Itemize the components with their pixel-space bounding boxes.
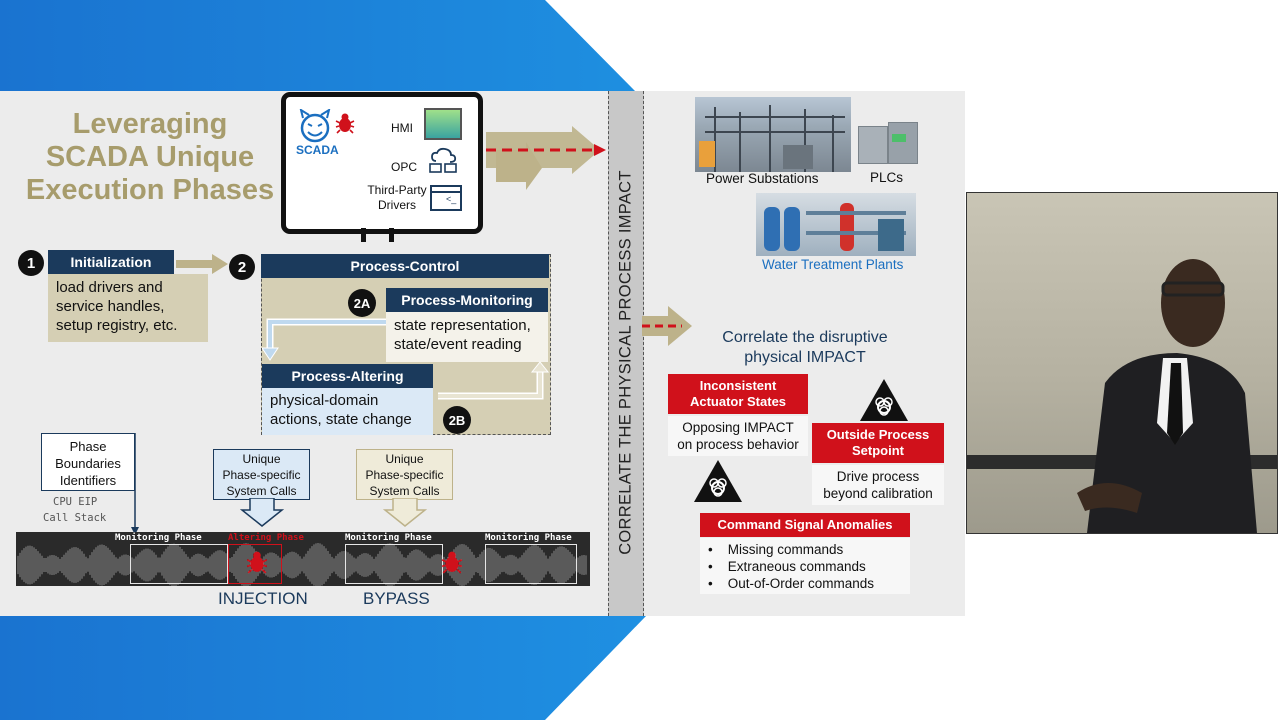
impact-arrows bbox=[486, 126, 606, 190]
injection-label: INJECTION bbox=[218, 589, 308, 608]
cpu-call-stack-label: CPU EIP Call Stack bbox=[43, 496, 107, 524]
drivers-label: Third-Party Drivers bbox=[367, 183, 427, 212]
altering-to-monitoring-arrow bbox=[438, 361, 550, 400]
injection-bug-icon bbox=[246, 550, 268, 579]
plcs-label: PLCs bbox=[870, 170, 904, 185]
down-arrow-blue-icon bbox=[240, 498, 284, 527]
segment-label: Monitoring Phase bbox=[345, 533, 432, 543]
unique-calls-box-1: Unique Phase-specific System Calls bbox=[213, 449, 310, 500]
slide-title: Leveraging SCADA Unique Execution Phases bbox=[25, 108, 275, 206]
power-substations-label: Power Substations bbox=[706, 171, 819, 186]
monitor-leg-left bbox=[361, 228, 366, 242]
scada-monitor: SCADA HMI OPC Third-Party Drivers <_ bbox=[281, 92, 483, 234]
scada-label: SCADA bbox=[296, 143, 339, 157]
step-2b-badge: 2B bbox=[443, 406, 471, 434]
water-treatment-label: Water Treatment Plants bbox=[762, 257, 904, 272]
cloud-network-icon bbox=[428, 147, 458, 180]
outside-setpoint-body: Drive process beyond calibration bbox=[812, 465, 944, 505]
hmi-screen-icon bbox=[424, 108, 462, 140]
biohazard-icon bbox=[694, 460, 742, 502]
process-monitoring-body: state representation, state/event readin… bbox=[386, 312, 548, 362]
substation-structure-graphic bbox=[699, 105, 845, 172]
process-altering-header: Process-Altering bbox=[262, 364, 433, 388]
segment-label: Altering Phase bbox=[228, 533, 304, 543]
opc-label: OPC bbox=[391, 160, 418, 174]
unique-calls-box-2: Unique Phase-specific System Calls bbox=[356, 449, 453, 500]
bypass-label: BYPASS bbox=[363, 589, 430, 608]
speaker-figure bbox=[967, 259, 1277, 533]
monitoring-segment-2 bbox=[345, 544, 443, 584]
command-anomalies-list: • Missing commands • Extraneous commands… bbox=[700, 538, 910, 594]
outside-setpoint-header: Outside Process Setpoint bbox=[812, 423, 944, 463]
command-anomalies-header: Command Signal Anomalies bbox=[700, 513, 910, 537]
monitoring-to-altering-arrow bbox=[262, 318, 386, 361]
initialization-body: load drivers and service handles, setup … bbox=[48, 274, 208, 342]
down-arrow-khaki-icon bbox=[383, 498, 427, 527]
boundary-pointer-line bbox=[131, 433, 139, 535]
monitoring-segment-3 bbox=[485, 544, 577, 584]
initialization-header: Initialization bbox=[48, 250, 174, 274]
inconsistent-actuator-body: Opposing IMPACT on process behavior bbox=[668, 416, 808, 456]
segment-label: Monitoring Phase bbox=[485, 533, 572, 543]
water-plant-photo bbox=[756, 193, 916, 256]
devil-icon bbox=[298, 107, 332, 148]
process-altering-body: physical-domain actions, state change bbox=[262, 388, 433, 435]
inconsistent-actuator-header: Inconsistent Actuator States bbox=[668, 374, 808, 414]
list-item: • Extraneous commands bbox=[708, 559, 866, 574]
altering-segment bbox=[228, 544, 282, 584]
water-plant-graphic bbox=[764, 203, 906, 251]
step-2-badge: 2 bbox=[229, 254, 255, 280]
process-control-header: Process-Control bbox=[261, 254, 549, 278]
power-substation-photo bbox=[695, 97, 851, 172]
init-to-control-arrow bbox=[176, 254, 228, 274]
bug-icon bbox=[335, 112, 355, 139]
correlate-heading: Correlate the disruptive physical IMPACT bbox=[722, 329, 888, 366]
list-item: • Missing commands bbox=[708, 542, 844, 557]
vertical-banner-text: CORRELATE THE PHYSICAL PROCESS IMPACT bbox=[616, 170, 635, 555]
hmi-label: HMI bbox=[391, 121, 413, 135]
process-monitoring-header: Process-Monitoring bbox=[386, 288, 548, 312]
execution-timeline: Monitoring Phase Altering Phase Monitori… bbox=[16, 532, 590, 586]
monitoring-segment-1 bbox=[130, 544, 228, 584]
vertical-banner bbox=[608, 91, 644, 616]
phase-boundaries-box: Phase Boundaries Identifiers bbox=[41, 433, 135, 491]
plc-photo bbox=[858, 120, 918, 168]
terminal-window-icon: <_ bbox=[430, 185, 462, 211]
step-2a-badge: 2A bbox=[348, 289, 376, 317]
monitor-leg-right bbox=[389, 228, 394, 242]
list-item: • Out-of-Order commands bbox=[708, 576, 875, 591]
biohazard-icon bbox=[860, 379, 908, 421]
speaker-video bbox=[966, 192, 1278, 534]
correlate-arrow bbox=[642, 306, 692, 346]
segment-label: Monitoring Phase bbox=[115, 533, 202, 543]
bypass-bug-icon bbox=[441, 550, 463, 579]
step-1-badge: 1 bbox=[18, 250, 44, 276]
